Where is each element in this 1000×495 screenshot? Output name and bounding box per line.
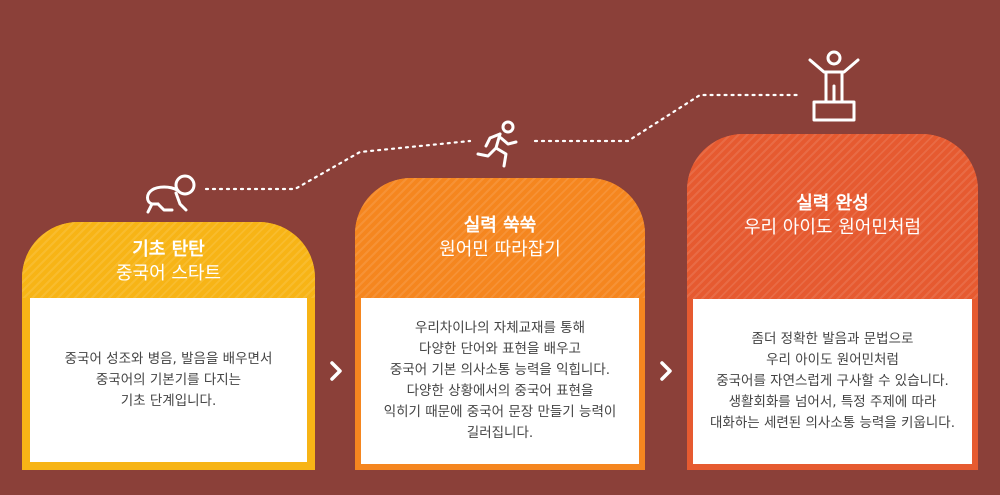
- description-line: 우리차이나의 자체교재를 통해: [414, 320, 586, 336]
- description-line: 중국어 성조와 병음, 발음을 배우면서: [64, 350, 273, 367]
- card-subtitle: 중국어 스타트: [115, 263, 222, 284]
- step-card-basic: 기초 탄탄 중국어 스타트 중국어 성조와 병음, 발음을 배우면서 중국어의 …: [22, 222, 315, 470]
- card-body: 중국어 성조와 병음, 발음을 배우면서 중국어의 기본기를 다지는 기초 단계…: [30, 298, 307, 462]
- description-line: 익히기 때문에 중국어 문장 만들기 능력이: [383, 404, 617, 420]
- chevron-right-icon: [655, 360, 677, 382]
- card-body: 우리차이나의 자체교재를 통해 다양한 단어와 표현을 배우고 중국어 기본 의…: [361, 298, 639, 464]
- card-body: 좀더 정확한 발음과 문법으로 우리 아이도 원어민처럼 중국어를 자연스럽게 …: [693, 299, 972, 464]
- card-header: 기초 탄탄 중국어 스타트: [22, 222, 315, 298]
- description-line: 중국어 기본 의사소통 능력을 익힙니다.: [389, 362, 611, 378]
- card-subtitle: 우리 아이도 원어민처럼: [743, 217, 922, 238]
- description-line: 중국어의 기본기를 다지는: [95, 371, 242, 388]
- card-title: 실력 쑥쑥: [463, 215, 537, 236]
- card-header: 실력 완성 우리 아이도 원어민처럼: [687, 134, 978, 299]
- card-header: 실력 쑥쑥 원어민 따라잡기: [355, 178, 645, 298]
- chevron-right-icon: [325, 360, 347, 382]
- card-title: 실력 완성: [796, 193, 869, 214]
- crawling-baby-icon: [142, 170, 202, 218]
- description-line: 생활회화를 넘어서, 특정 주제에 따라: [728, 394, 937, 410]
- card-description: 좀더 정확한 발음과 문법으로 우리 아이도 원어민처럼 중국어를 자연스럽게 …: [710, 329, 955, 434]
- description-line: 좀더 정확한 발음과 문법으로: [751, 331, 914, 347]
- description-line: 다양한 단어와 표현을 배우고: [419, 341, 581, 357]
- description-line: 기초 단계입니다.: [120, 392, 217, 409]
- card-subtitle: 원어민 따라잡기: [439, 239, 561, 260]
- running-person-icon: [470, 120, 526, 172]
- card-description: 중국어 성조와 병음, 발음을 배우면서 중국어의 기본기를 다지는 기초 단계…: [65, 349, 273, 412]
- card-description: 우리차이나의 자체교재를 통해 다양한 단어와 표현을 배우고 중국어 기본 의…: [384, 318, 617, 444]
- description-line: 중국어를 자연스럽게 구사할 수 있습니다.: [716, 373, 949, 389]
- description-line: 우리 아이도 원어민처럼: [766, 352, 899, 368]
- card-title: 기초 탄탄: [132, 239, 205, 260]
- description-line: 길러집니다.: [466, 425, 534, 441]
- description-line: 다양한 상황에서의 중국어 표현을: [406, 383, 594, 399]
- description-line: 대화하는 세련된 의사소통 능력을 키웁니다.: [709, 415, 956, 431]
- step-card-mastery: 실력 완성 우리 아이도 원어민처럼 좀더 정확한 발음과 문법으로 우리 아이…: [687, 134, 978, 470]
- person-on-podium-icon: [806, 50, 862, 122]
- step-card-growth: 실력 쑥쑥 원어민 따라잡기 우리차이나의 자체교재를 통해 다양한 단어와 표…: [355, 178, 645, 470]
